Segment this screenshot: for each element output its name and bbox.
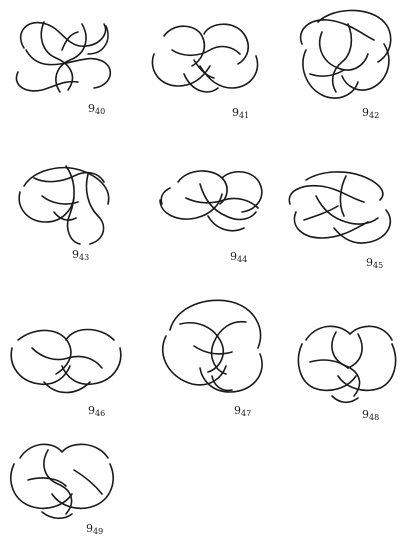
knot-label-9-48: 948 — [362, 408, 379, 422]
knot-figure-9-44: 944 — [156, 158, 268, 268]
knot-figure-9-49: 949 — [6, 436, 118, 542]
knot-figure-9-47: 947 — [156, 296, 270, 424]
knot-label-9-46: 946 — [88, 404, 105, 418]
knot-diagram-9-43 — [14, 156, 126, 248]
knot-figure-9-41: 941 — [144, 14, 264, 124]
knot-figure-9-48: 948 — [292, 316, 400, 426]
knot-diagram-9-47 — [156, 296, 270, 406]
knot-label-9-43: 943 — [72, 248, 89, 262]
knot-diagram-9-45 — [286, 164, 400, 256]
knot-label-9-41: 941 — [232, 106, 249, 120]
knot-label-9-49: 949 — [86, 522, 103, 536]
knot-figure-9-46: 946 — [8, 318, 124, 424]
knot-figure-9-42: 942 — [288, 4, 400, 124]
knot-diagram-9-48 — [292, 316, 400, 408]
knot-label-9-40: 940 — [88, 102, 105, 116]
knot-diagram-9-40 — [8, 10, 120, 100]
knot-figure-9-43: 943 — [14, 156, 126, 266]
knot-diagram-9-44 — [156, 158, 268, 250]
knot-diagram-9-46 — [8, 318, 124, 404]
knot-label-9-44: 944 — [230, 250, 247, 264]
knot-figure-9-45: 945 — [286, 164, 400, 274]
knot-figure-9-40: 940 — [8, 10, 120, 120]
knot-diagram-9-41 — [144, 14, 264, 104]
knot-label-9-45: 945 — [366, 256, 383, 270]
knot-label-9-42: 942 — [362, 106, 379, 120]
knot-label-9-47: 947 — [234, 404, 251, 418]
knot-diagram-9-49 — [6, 436, 118, 522]
knot-diagram-9-42 — [288, 4, 400, 108]
